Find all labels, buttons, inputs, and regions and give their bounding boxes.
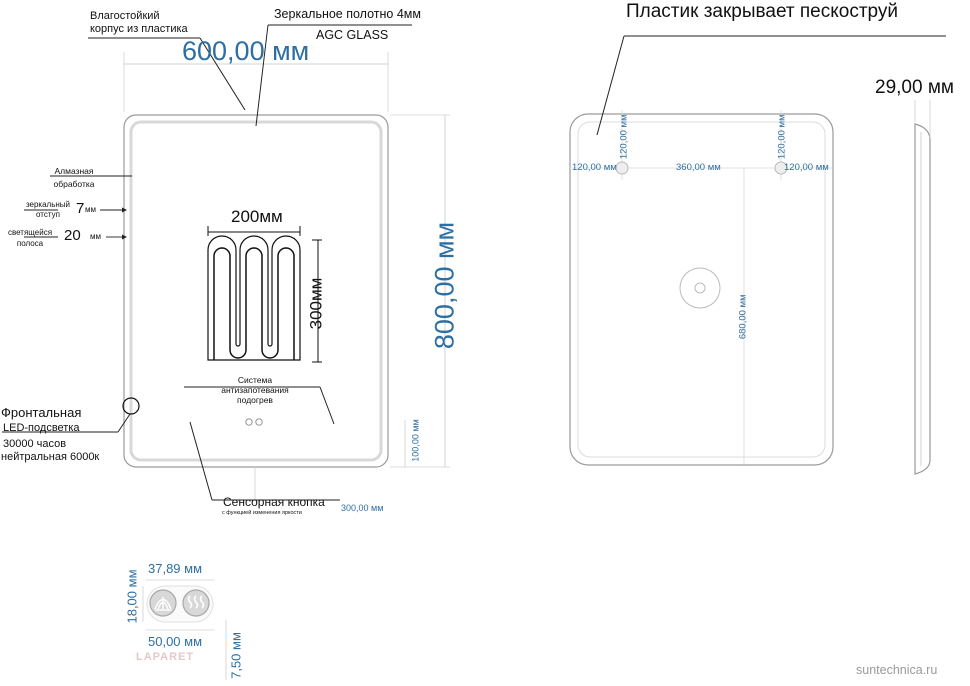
button-detail xyxy=(142,579,227,680)
button-outer-height-label: 7,50 мм xyxy=(228,632,244,679)
mirror-margin-label: зеркальный отступ xyxy=(25,200,71,219)
diamond-label: Алмазная обработка xyxy=(53,166,95,189)
front-outer-frame xyxy=(123,114,389,468)
sensor-x-label: 300,00 мм xyxy=(341,503,384,513)
heater-width-label: 200мм xyxy=(231,207,283,226)
sensor-button-left xyxy=(245,418,253,426)
led-temp: нейтральная 6000к xyxy=(1,451,100,463)
button-width-label: 37,89 мм xyxy=(148,561,203,576)
mirror-label: Зеркальное полотно 4мм xyxy=(274,7,421,21)
watermark: suntechnica.ru xyxy=(856,663,938,677)
heat-waves-icon xyxy=(187,595,205,609)
back-view xyxy=(569,35,946,466)
front-height-label: 800,00 мм xyxy=(429,221,460,350)
led-sub: LED-подсветка xyxy=(3,422,80,434)
housing-leader xyxy=(199,37,246,111)
mount-hole-right xyxy=(774,161,788,175)
back-center-ring-outer xyxy=(679,267,721,309)
back-right-offset: 120,00 мм xyxy=(784,162,829,173)
sensor-sub: с функцией изменения яркости xyxy=(222,510,302,516)
light-strip-label: светящейся полоса xyxy=(7,228,53,248)
housing-label: Влагостойкий корпус из пластика xyxy=(90,10,188,35)
button-outer-width-label: 50,00 мм xyxy=(148,634,203,649)
back-top-left-offset: 120,00 мм xyxy=(618,114,630,160)
front-inner-glow xyxy=(129,120,383,462)
sensor-y-label: 100,00 мм xyxy=(410,419,421,462)
led-hours: 30000 часов xyxy=(3,438,67,450)
sandblast-leader xyxy=(596,35,625,136)
mount-hole-left xyxy=(615,161,629,175)
glass-label: AGC GLASS xyxy=(316,28,389,42)
back-vertical-span: 680,00 мм xyxy=(737,294,749,340)
back-left-offset: 120,00 мм xyxy=(572,162,617,173)
heater-height-label: 300мм xyxy=(306,277,326,330)
back-top-right-offset: 120,00 мм xyxy=(776,114,788,160)
led-title: Фронтальная xyxy=(1,405,82,420)
side-depth-label: 29,00 мм xyxy=(875,77,954,98)
sensor-label: Сенсорная кнопка xyxy=(223,495,325,509)
front-width-label: 600,00 мм xyxy=(182,36,310,66)
side-view xyxy=(914,100,931,475)
sensor-button-right xyxy=(255,418,263,426)
back-title: Пластик закрывает пескоструй xyxy=(626,1,899,22)
mirror-leader xyxy=(255,24,269,127)
mirror-margin-value: 7 xyxy=(76,200,85,217)
light-strip-value: 20 xyxy=(64,227,81,244)
back-center-span: 360,00 мм xyxy=(676,162,721,173)
light-strip-unit: мм xyxy=(90,232,101,241)
heater-element xyxy=(213,247,295,360)
antifog-label: Система антизапотевания подогрев xyxy=(221,375,289,405)
front-view xyxy=(2,24,450,501)
side-profile xyxy=(914,123,931,475)
button-height-label: 18,00 мм xyxy=(124,569,140,624)
brand-logo: LAPARET xyxy=(136,651,195,663)
shell-icon xyxy=(154,597,172,611)
back-outer-frame xyxy=(569,113,834,466)
mirror-margin-unit: мм xyxy=(85,205,96,214)
led-callout-circle xyxy=(122,397,140,415)
back-center-ring-inner xyxy=(694,282,706,294)
back-inner-frame xyxy=(577,121,826,458)
